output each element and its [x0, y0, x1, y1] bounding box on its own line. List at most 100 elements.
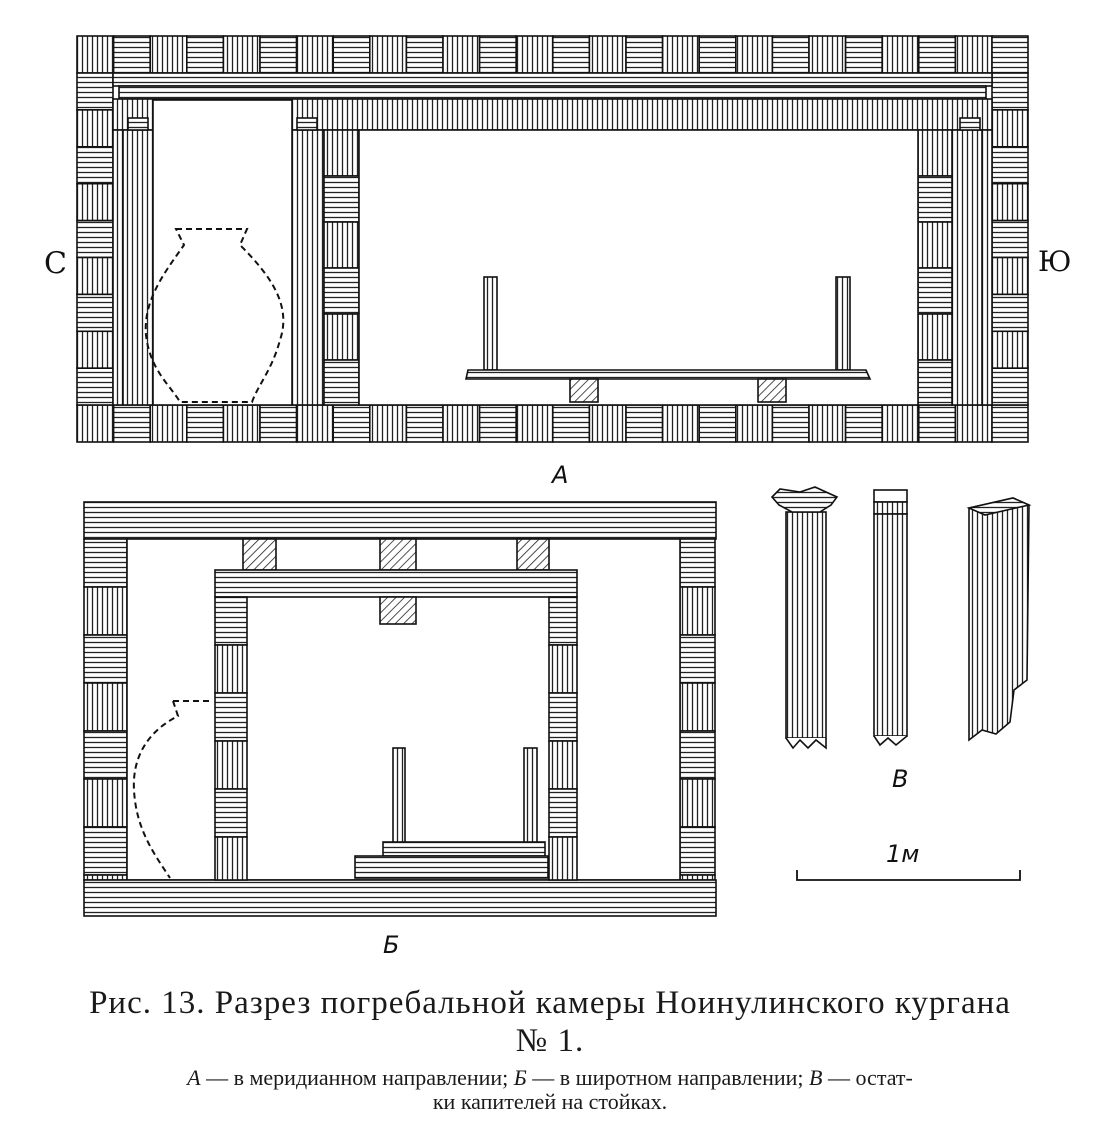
log-block — [679, 634, 716, 684]
section-v-label: В — [892, 765, 908, 793]
north-label: С — [44, 246, 67, 281]
log-block — [76, 293, 114, 333]
log-block — [917, 35, 957, 74]
bed-a — [465, 276, 872, 403]
log-block — [112, 404, 151, 443]
log-block — [734, 35, 774, 74]
log-block — [76, 146, 114, 185]
cross-beam-b2 — [379, 538, 417, 571]
log-block — [405, 404, 444, 443]
caption-title-line1: Рис. 13. Разрез погребальной камеры Ноин… — [89, 985, 1011, 1021]
log-block — [83, 730, 128, 780]
log-block — [991, 367, 1029, 406]
section-b-label: Б — [383, 931, 399, 959]
key-b-text: — в широтном направлении; — [526, 1065, 810, 1090]
log-block — [149, 35, 188, 74]
capital-post-2 — [873, 489, 908, 747]
log-block — [83, 634, 128, 684]
log-block — [991, 404, 1029, 443]
cross-beam-b4 — [379, 596, 417, 625]
log-block — [323, 359, 360, 406]
log-block — [83, 778, 128, 828]
log-block — [548, 788, 578, 838]
log-block — [548, 692, 578, 742]
log-block — [83, 586, 128, 636]
log-block — [679, 826, 716, 876]
log-block — [214, 692, 248, 742]
log-block — [76, 404, 115, 443]
log-block — [917, 129, 953, 177]
log-block — [442, 35, 481, 74]
log-block — [214, 788, 248, 838]
log-block — [917, 404, 957, 443]
log-block — [405, 35, 444, 74]
roof-beam — [118, 85, 987, 100]
log-block — [551, 35, 591, 74]
log-block — [83, 682, 128, 732]
log-block — [76, 109, 114, 148]
log-block — [881, 35, 920, 74]
log-block — [259, 404, 298, 443]
bed-b — [354, 747, 549, 879]
log-block — [991, 182, 1029, 222]
log-block — [332, 404, 371, 443]
capital-a1 — [127, 117, 149, 131]
log-block — [991, 72, 1029, 111]
log-block — [625, 35, 664, 74]
log-block — [991, 293, 1029, 333]
capital-post-1 — [770, 486, 839, 750]
log-block — [917, 359, 953, 406]
figure-caption-title: Рис. 13. Разрез погребальной камеры Ноин… — [0, 984, 1100, 1060]
log-block — [323, 129, 360, 177]
key-v-letter: В — [809, 1065, 823, 1090]
log-block — [917, 221, 953, 269]
log-block — [76, 35, 115, 74]
log-block — [323, 313, 360, 361]
log-block — [917, 313, 953, 361]
log-block — [323, 175, 360, 223]
log-block — [323, 267, 360, 315]
log-block — [515, 404, 554, 443]
log-block — [515, 35, 554, 74]
log-block — [771, 35, 810, 74]
key-v-text: — остат- — [822, 1065, 913, 1090]
log-block — [771, 404, 810, 443]
log-block — [991, 256, 1029, 296]
log-block — [917, 175, 953, 223]
log-block — [991, 330, 1029, 369]
log-block — [222, 35, 261, 74]
log-block — [679, 682, 716, 732]
capital-a3 — [959, 117, 981, 131]
section-a-label: А — [550, 461, 568, 489]
log-block — [442, 404, 481, 443]
key-a-letter: А — [187, 1065, 201, 1090]
south-wall-lining — [981, 129, 993, 406]
log-block — [112, 35, 151, 74]
log-block — [83, 538, 128, 588]
main-chamber-space — [358, 129, 919, 406]
log-block — [844, 35, 883, 74]
log-block — [991, 219, 1029, 259]
log-block — [661, 404, 700, 443]
log-block — [551, 404, 591, 443]
log-block — [698, 35, 737, 74]
scale-label: 1м — [886, 840, 919, 868]
log-block — [808, 35, 847, 74]
log-block — [881, 404, 920, 443]
log-block — [679, 778, 716, 828]
log-block — [368, 35, 408, 74]
cross-beam-b1 — [242, 538, 277, 571]
log-block — [808, 404, 847, 443]
figure-caption-key: А — в меридианном направлении; Б — в шир… — [0, 1066, 1100, 1114]
key-a-text: — в меридианном направлении; — [200, 1065, 514, 1090]
inner-beam-b — [214, 569, 578, 598]
post-south — [951, 129, 983, 406]
log-block — [548, 644, 578, 694]
log-block — [625, 404, 664, 443]
log-block — [548, 596, 578, 646]
section-a-drawing — [76, 35, 1029, 443]
caption-title-line2: № 1. — [515, 1023, 585, 1059]
log-block — [214, 740, 248, 790]
log-block — [991, 109, 1029, 148]
